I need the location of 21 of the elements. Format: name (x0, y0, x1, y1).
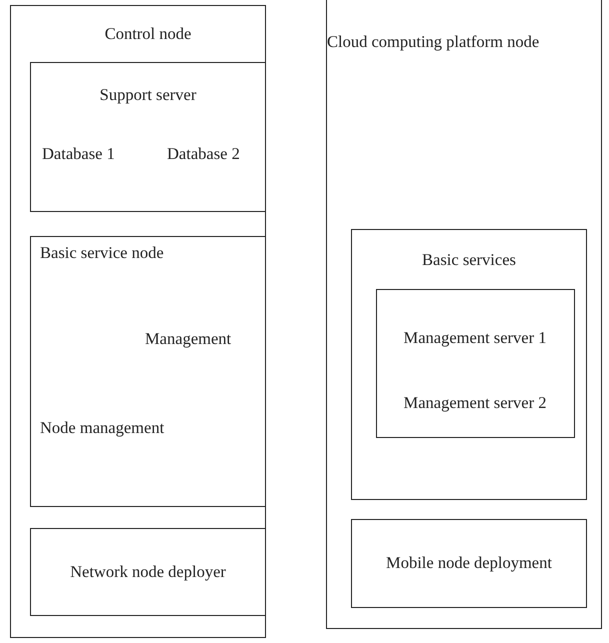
deployment-box (351, 519, 587, 608)
node-label: Database 1 (42, 144, 115, 164)
node-title: Control node (104, 24, 192, 44)
server-box (30, 62, 266, 212)
node-container (326, 0, 602, 629)
node-label: Node management (40, 418, 164, 438)
node-label: Management (145, 329, 232, 349)
node-title: Basic services (422, 250, 516, 270)
node-title: Network node deployer (70, 562, 226, 582)
server-box (376, 289, 575, 438)
deployer-box (30, 528, 266, 616)
node-title: Support server (100, 85, 196, 105)
service-box (351, 229, 587, 500)
node-title: Management server 1 (404, 328, 546, 348)
node-container (10, 5, 266, 638)
node-title: Basic service node (40, 243, 164, 263)
node-label: Database 2 (167, 144, 240, 164)
node-title: Cloud computing platform node (327, 32, 540, 52)
service-box (30, 236, 266, 507)
node-title: Mobile node deployment (386, 553, 552, 573)
node-label: Management server 2 (404, 393, 546, 413)
